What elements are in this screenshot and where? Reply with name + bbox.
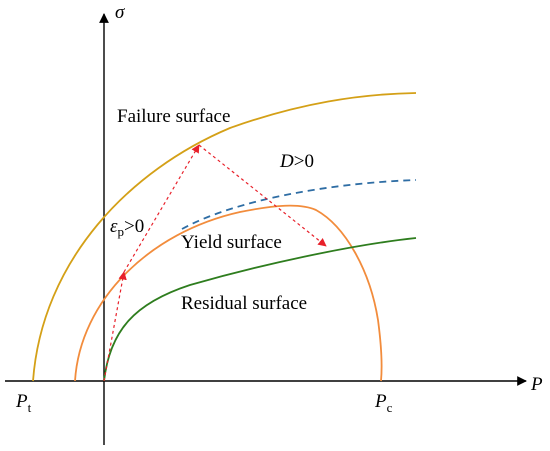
yield-surface-label: Yield surface <box>181 232 282 253</box>
sigma-axis-label: σ <box>115 2 125 23</box>
load-path-segment-1 <box>103 271 127 382</box>
plastic-strain-condition-label: εp>0 <box>110 216 144 239</box>
expanded-yield-surface-curve <box>181 179 417 230</box>
load-path-segment-2 <box>123 144 200 273</box>
failure-surface-curve <box>32 92 417 382</box>
damage-condition-label: D>0 <box>279 151 314 172</box>
residual-surface-curve <box>103 237 417 382</box>
residual-surface-label: Residual surface <box>181 293 307 314</box>
pt-label: Pt <box>15 391 32 415</box>
p-axis-label: P <box>530 374 543 395</box>
pc-label: Pc <box>374 391 393 415</box>
failure-surface-label: Failure surface <box>117 106 230 127</box>
